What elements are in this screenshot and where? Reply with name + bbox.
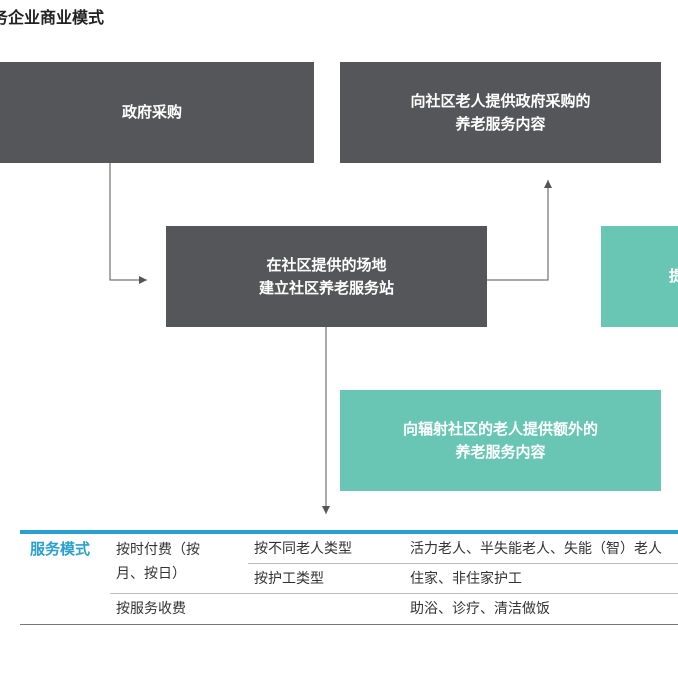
box-provide-extra-content: 向辐射社区的老人提供额外的 养老服务内容 bbox=[340, 390, 661, 491]
table-cell-by-caregiver-type: 按护工类型 bbox=[254, 571, 324, 587]
table-row-divider bbox=[248, 563, 678, 564]
box-gov-purchase: 政府采购 bbox=[0, 62, 314, 163]
box-edge-teal-text: 提 bbox=[668, 267, 678, 285]
box-build-station: 在社区提供的场地 建立社区养老服务站 bbox=[166, 226, 487, 327]
table-header-service-mode: 服务模式 bbox=[30, 540, 91, 558]
table-bottom-rule bbox=[20, 624, 678, 625]
table-cell-elder-types: 活力老人、半失能老人、失能（智）老人 bbox=[410, 541, 662, 557]
box-edge-teal: 提 bbox=[601, 226, 678, 327]
connector-station-to-gov-content bbox=[487, 180, 552, 281]
table-cell-service-items: 助浴、诊疗、清洁做饭 bbox=[410, 601, 550, 617]
table-cell-by-elder-type: 按不同老人类型 bbox=[254, 541, 352, 557]
page-title: 务企业商业模式 bbox=[0, 8, 105, 27]
table-top-rule bbox=[20, 530, 678, 534]
box-provide-gov-content: 向社区老人提供政府采购的 养老服务内容 bbox=[340, 62, 661, 163]
table-row-divider bbox=[110, 593, 678, 594]
table-cell-time-payment: 按时付费（按 月、按日） bbox=[116, 542, 200, 582]
table-cell-caregiver-types: 住家、非住家护工 bbox=[410, 571, 522, 587]
table-cell-by-service: 按服务收费 bbox=[116, 601, 186, 617]
connector-gov-to-station bbox=[109, 163, 147, 284]
